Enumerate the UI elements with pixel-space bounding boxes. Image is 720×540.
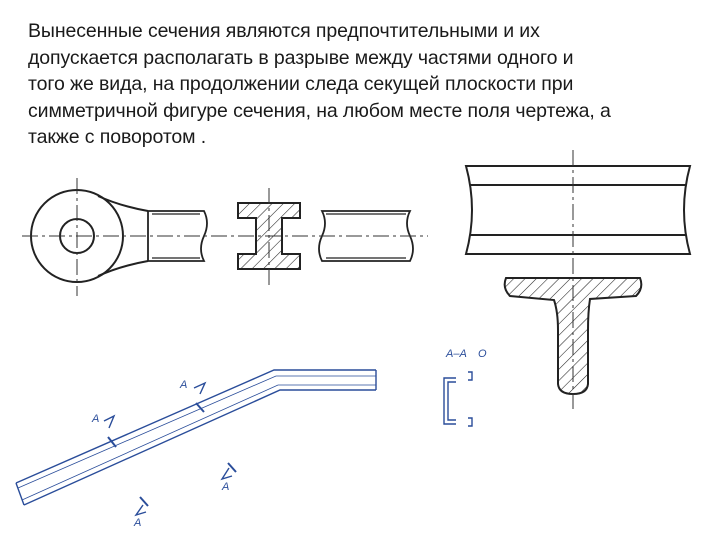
arrow-1 — [193, 381, 207, 395]
cut-mark-4 — [139, 496, 149, 507]
profile-drawing — [464, 165, 692, 255]
cut-mark-1 — [195, 402, 205, 413]
bar-end-left — [15, 482, 25, 506]
bar-outline-lower — [23, 389, 376, 506]
center-lines-1 — [22, 178, 428, 296]
arrow-4 — [134, 504, 147, 517]
rod-left-outline — [147, 210, 208, 262]
eye-tangent-top — [97, 195, 149, 212]
rod-left-inner — [152, 213, 200, 259]
section-label-a2: А — [91, 413, 99, 425]
rotation-mark-icon: О — [478, 348, 487, 360]
paragraph-line-2: допускается располагать в разрыве между … — [28, 46, 574, 69]
channel-inner — [447, 381, 456, 421]
rod-right-inner — [326, 213, 406, 259]
channel-flange-bottom — [468, 417, 473, 427]
eye-tangent-bottom — [97, 260, 149, 277]
slide-paragraph: Вынесенные сечения являются предпочтител… — [28, 18, 698, 151]
bent-bar-drawing — [15, 369, 377, 517]
section-title-aa: А–А — [445, 348, 467, 360]
channel-outer — [443, 377, 456, 425]
cut-mark-3 — [227, 462, 237, 473]
bar-inner-lower — [21, 384, 376, 501]
paragraph-line-4: симметричной фигуре сечения, на любом ме… — [28, 99, 611, 122]
rod-right-outline — [318, 210, 414, 262]
profile-outline — [464, 165, 692, 255]
channel-flange-top — [468, 371, 473, 381]
arrow-3 — [220, 467, 233, 481]
channel-section-aa — [443, 371, 473, 427]
section-label-a1: А — [179, 379, 187, 391]
paragraph-line-1: Вынесенные сечения являются предпочтител… — [28, 20, 540, 42]
paragraph-line-5: также с поворотом . — [28, 126, 207, 148]
paragraph-line-3: того же вида, на продолжении следа секущ… — [28, 73, 574, 95]
arrow-2 — [103, 414, 116, 429]
bar-inner-upper — [17, 375, 376, 489]
section-label-a4: А — [133, 517, 141, 529]
cut-mark-2 — [107, 436, 117, 448]
section-label-a3: А — [221, 481, 229, 493]
bar-outline-upper — [15, 369, 376, 484]
